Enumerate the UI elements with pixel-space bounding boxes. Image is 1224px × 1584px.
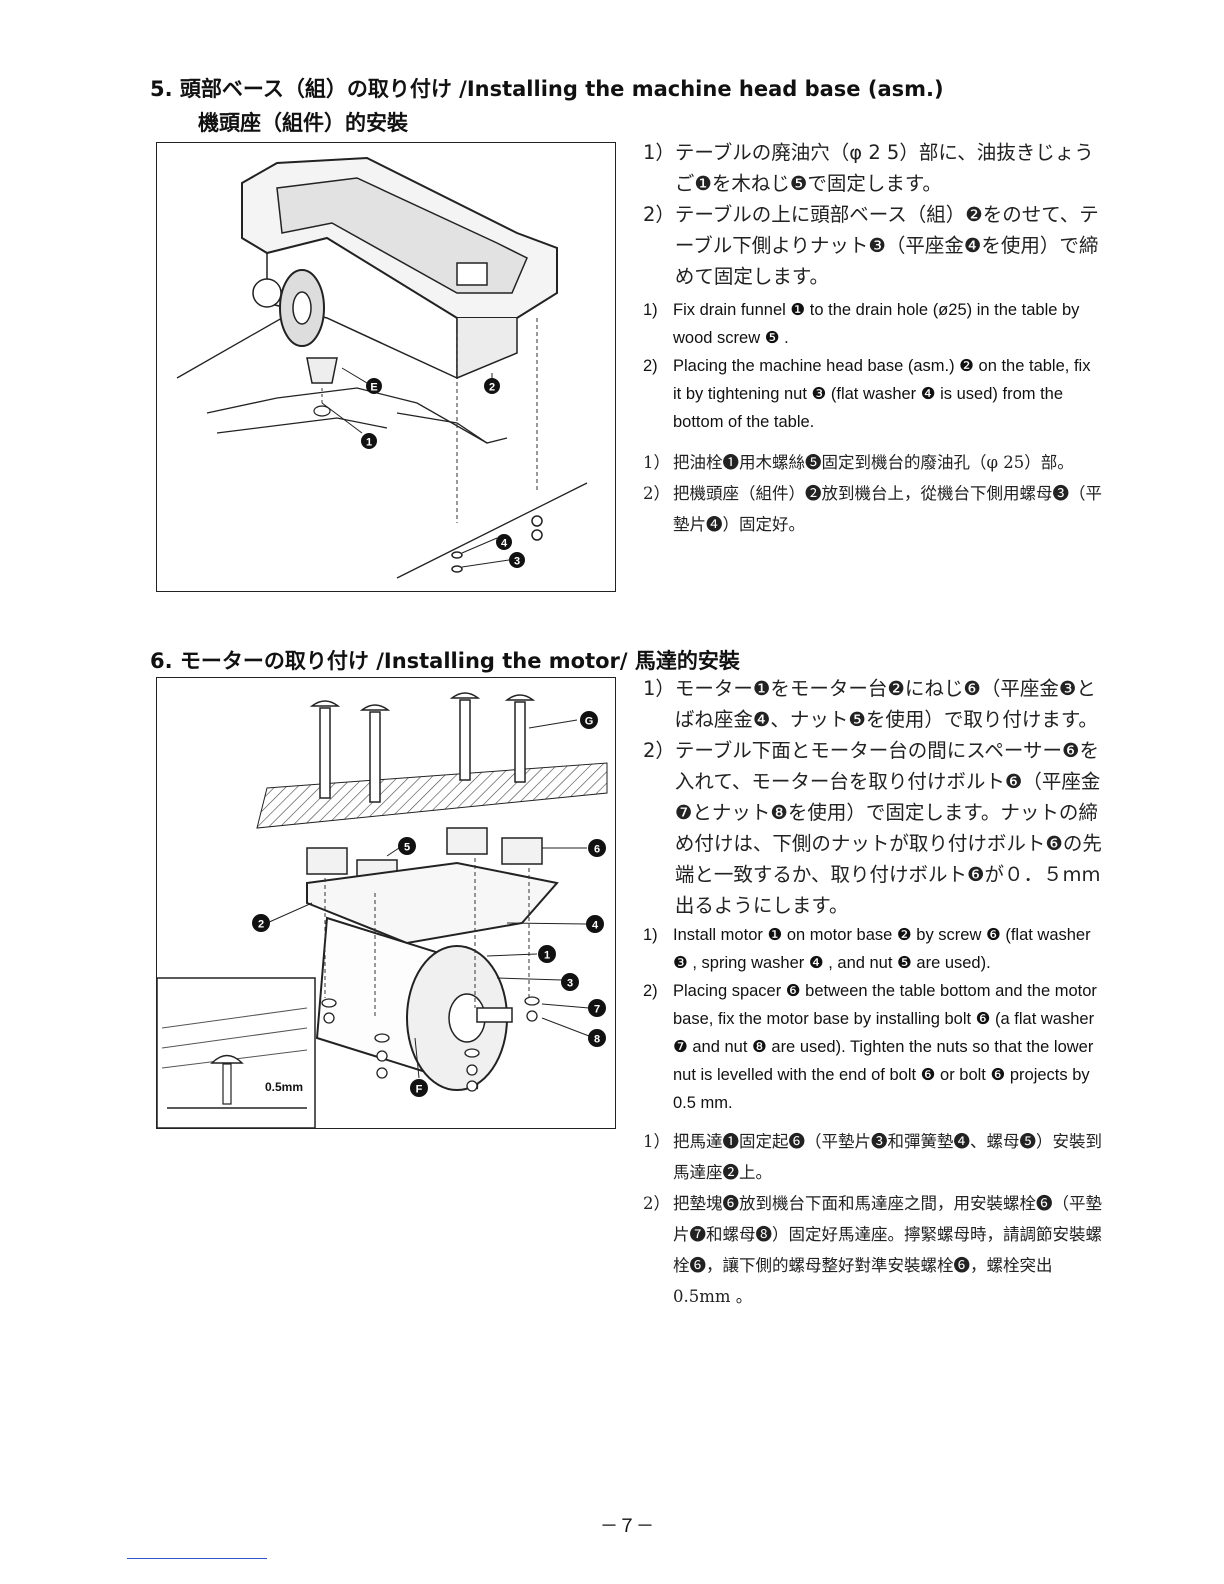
callout-E: E [366, 378, 382, 394]
step-number: 1) [643, 926, 658, 944]
head-base-illustration: E 2 1 4 3 [176, 156, 588, 579]
callout-7: 7 [588, 999, 606, 1017]
section5-zh-instructions: 1） 把油栓❶用木螺絲❺固定到機台的廢油孔（φ 25）部。 2） 把機頭座（組件… [643, 447, 1103, 540]
section6-jp-instructions: 1） モーター❶をモーター台❷にねじ❻（平座金❸とばね座金❹、ナット❺を使用）で… [643, 673, 1103, 921]
callout-1-text: 1 [544, 950, 550, 962]
section6-zh-instructions: 1） 把馬達❶固定起❻（平墊片❸和彈簧墊❹、螺母❺）安裝到馬達座❷上。 2） 把… [643, 1126, 1103, 1312]
section5-title: 5. 頭部ベース（組）の取り付け /Installing the machine… [150, 77, 944, 101]
section5-en-step-1: 1) Fix drain funnel ❶ to the drain hole … [643, 296, 1103, 352]
step-text: テーブル下面とモーター台の間にスペーサー❻を入れて、モーター台を取り付けボルト❻… [674, 739, 1102, 917]
step-text: Placing spacer ❻ between the table botto… [673, 982, 1097, 1112]
callout-3: 3 [509, 552, 525, 568]
callout-8-text: 8 [594, 1034, 600, 1046]
step-text: テーブルの上に頭部ベース（組）❷をのせて、テーブル下側よりナット❸（平座金❹を使… [674, 203, 1099, 288]
section5-en-step-2: 2) Placing the machine head base (asm.) … [643, 352, 1103, 436]
step-text: 把墊塊❻放到機台下面和馬達座之間，用安裝螺栓❻（平墊片❼和螺母❽）固定好馬達座。… [673, 1194, 1102, 1306]
callout-2-text: 2 [489, 382, 495, 394]
step-text: 把油栓❶用木螺絲❺固定到機台的廢油孔（φ 25）部。 [673, 453, 1074, 472]
inset-dimension-label: 0.5mm [265, 1080, 303, 1094]
callout-8: 8 [588, 1029, 606, 1047]
step-number: 2) [643, 357, 658, 375]
section6-en-instructions: 1) Install motor ❶ on motor base ❷ by sc… [643, 921, 1103, 1117]
section6-jp-step-2: 2） テーブル下面とモーター台の間にスペーサー❻を入れて、モーター台を取り付けボ… [643, 735, 1103, 921]
callout-4: 4 [496, 534, 512, 550]
page-number: －７－ [600, 1516, 654, 1536]
step-number: 1） [643, 1132, 670, 1151]
step-number: 2） [643, 739, 675, 762]
callout-5: 5 [398, 837, 416, 855]
inset-detail [157, 977, 316, 1128]
section5-subtitle: 機頭座（組件）的安裝 [198, 111, 408, 135]
section5-jp-instructions: 1） テーブルの廃油穴（φ 2 5）部に、油抜きじょうご❶を木ねじ❺で固定します… [643, 137, 1103, 292]
callout-1-text: 1 [366, 437, 372, 449]
step-text: Placing the machine head base (asm.) ❷ o… [673, 357, 1091, 431]
step-text: テーブルの廃油穴（φ 2 5）部に、油抜きじょうご❶を木ねじ❺で固定します。 [674, 141, 1094, 195]
callout-4-text: 4 [592, 920, 599, 932]
step-text: Install motor ❶ on motor base ❷ by screw… [673, 926, 1091, 972]
callout-6: 6 [588, 839, 606, 857]
section6-zh-step-1: 1） 把馬達❶固定起❻（平墊片❸和彈簧墊❹、螺母❺）安裝到馬達座❷上。 [643, 1126, 1103, 1188]
section5-jp-step-2: 2） テーブルの上に頭部ベース（組）❷をのせて、テーブル下側よりナット❸（平座金… [643, 199, 1103, 292]
callout-3: 3 [561, 973, 579, 991]
callout-1: 1 [361, 433, 377, 449]
callout-F: F [410, 1079, 428, 1097]
callout-2-text: 2 [258, 919, 264, 931]
figure-motor: 0.5mm G 5 6 2 [156, 677, 616, 1129]
callout-2: 2 [484, 378, 500, 394]
step-number: 2） [643, 203, 675, 226]
callout-G: G [580, 711, 598, 729]
section6-zh-step-2: 2） 把墊塊❻放到機台下面和馬達座之間，用安裝螺栓❻（平墊片❼和螺母❽）固定好馬… [643, 1188, 1103, 1312]
footer-rule [127, 1558, 267, 1559]
section6-en-step-1: 1) Install motor ❶ on motor base ❷ by sc… [643, 921, 1103, 977]
callout-7-text: 7 [594, 1004, 600, 1016]
step-number: 2） [643, 484, 670, 503]
callout-G-text: G [585, 716, 594, 728]
callout-5-text: 5 [404, 842, 410, 854]
section6-jp-step-1: 1） モーター❶をモーター台❷にねじ❻（平座金❸とばね座金❹、ナット❺を使用）で… [643, 673, 1103, 735]
callout-2: 2 [252, 914, 270, 932]
section5-zh-step-2: 2） 把機頭座（組件）❷放到機台上，從機台下側用螺母❸（平墊片❹）固定好。 [643, 478, 1103, 540]
callout-E-text: E [370, 382, 377, 394]
section6-en-step-2: 2) Placing spacer ❻ between the table bo… [643, 977, 1103, 1117]
callout-3-text: 3 [514, 556, 520, 568]
callout-4: 4 [586, 915, 604, 933]
callout-3-text: 3 [567, 978, 573, 990]
step-number: 2） [643, 1194, 670, 1213]
step-text: 把機頭座（組件）❷放到機台上，從機台下側用螺母❸（平墊片❹）固定好。 [673, 484, 1102, 534]
step-number: 1） [643, 453, 670, 472]
step-number: 2) [643, 982, 658, 1000]
step-number: 1) [643, 301, 658, 319]
step-number: 1） [643, 141, 675, 164]
section6-title: 6. モーターの取り付け /Installing the motor/ 馬達的安… [150, 649, 740, 673]
callout-F-text: F [416, 1084, 423, 1096]
section5-en-instructions: 1) Fix drain funnel ❶ to the drain hole … [643, 296, 1103, 436]
figure-head-base: E 2 1 4 3 [156, 142, 616, 592]
step-number: 1） [643, 677, 675, 700]
callout-6-text: 6 [594, 844, 600, 856]
section5-zh-step-1: 1） 把油栓❶用木螺絲❺固定到機台的廢油孔（φ 25）部。 [643, 447, 1103, 478]
section5-jp-step-1: 1） テーブルの廃油穴（φ 2 5）部に、油抜きじょうご❶を木ねじ❺で固定します… [643, 137, 1103, 199]
step-text: Fix drain funnel ❶ to the drain hole (ø2… [673, 301, 1080, 347]
step-text: モーター❶をモーター台❷にねじ❻（平座金❸とばね座金❹、ナット❺を使用）で取り付… [674, 677, 1098, 731]
callout-4-text: 4 [501, 538, 508, 550]
motor-illustration: 0.5mm G 5 6 2 [157, 692, 608, 1128]
step-text: 把馬達❶固定起❻（平墊片❸和彈簧墊❹、螺母❺）安裝到馬達座❷上。 [673, 1132, 1102, 1182]
callout-1: 1 [538, 945, 556, 963]
